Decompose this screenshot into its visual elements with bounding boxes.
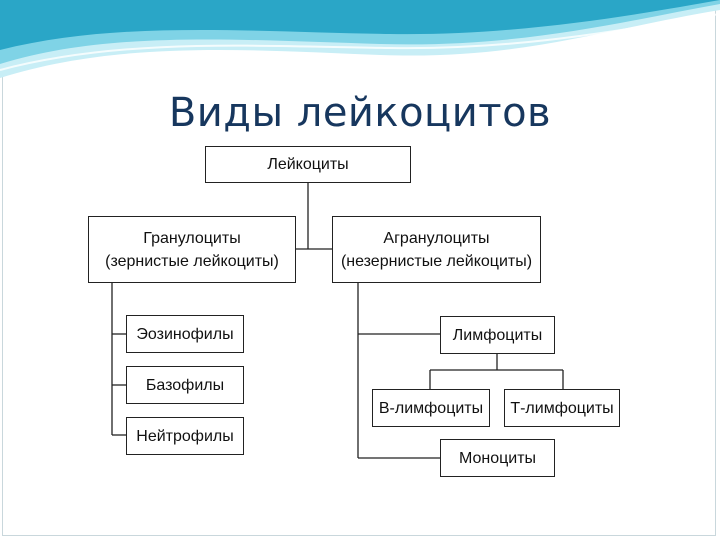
node-t-lymphocytes-label: Т-лимфоциты <box>510 397 613 420</box>
node-eosinophils-label: Эозинофилы <box>136 323 233 346</box>
header-wave-decoration <box>0 0 720 90</box>
node-granulocytes-subtitle: (зернистые лейкоциты) <box>105 250 279 273</box>
node-agranulocytes-subtitle: (незернистые лейкоциты) <box>341 250 532 273</box>
node-monocytes-label: Моноциты <box>459 447 536 470</box>
node-neutrophils-label: Нейтрофилы <box>136 425 233 448</box>
node-granulocytes-title: Гранулоциты <box>143 227 240 250</box>
node-eosinophils: Эозинофилы <box>126 315 244 353</box>
node-t-lymphocytes: Т-лимфоциты <box>504 389 620 427</box>
node-leukocytes-label: Лейкоциты <box>267 153 348 176</box>
node-monocytes: Моноциты <box>440 439 555 477</box>
slide-title: Виды лейкоцитов <box>0 90 720 136</box>
node-leukocytes: Лейкоциты <box>205 146 411 183</box>
node-neutrophils: Нейтрофилы <box>126 417 244 455</box>
node-basophils: Базофилы <box>126 366 244 404</box>
node-agranulocytes: Агранулоциты (незернистые лейкоциты) <box>332 216 541 283</box>
node-granulocytes: Гранулоциты (зернистые лейкоциты) <box>88 216 296 283</box>
node-b-lymphocytes-label: В-лимфоциты <box>379 397 483 420</box>
node-lymphocytes-label: Лимфоциты <box>453 324 542 347</box>
node-basophils-label: Базофилы <box>146 374 224 397</box>
node-agranulocytes-title: Агранулоциты <box>383 227 489 250</box>
node-b-lymphocytes: В-лимфоциты <box>372 389 490 427</box>
node-lymphocytes: Лимфоциты <box>440 316 555 354</box>
